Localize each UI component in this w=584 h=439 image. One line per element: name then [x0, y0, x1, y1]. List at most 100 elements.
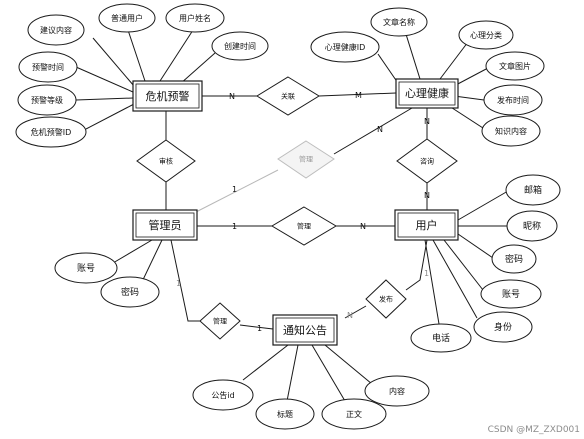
entity-admin-label: 管理员 — [149, 218, 182, 232]
attr-notice-content-label: 内容 — [389, 386, 405, 396]
attr-admin-password: 密码 — [100, 276, 160, 308]
attr-psych-id-label: 心理健康ID — [325, 42, 366, 52]
attr-notice-body: 正文 — [321, 398, 387, 430]
entity-admin: 管理员 — [132, 209, 198, 241]
relationship-manage-user-label: 管理 — [297, 222, 311, 231]
line-notice-title — [286, 344, 299, 402]
attr-admin-account-label: 账号 — [77, 263, 95, 274]
line-psych-pubtime — [453, 95, 485, 101]
line-psych-image — [453, 67, 489, 87]
line-admin-manage-notice — [170, 239, 200, 322]
entity-user: 用户 — [394, 209, 459, 241]
attr-psych-image: 文章图片 — [485, 51, 545, 81]
relationship-manage-notice: 管理 — [199, 302, 241, 340]
attr-crisis-alert-time: 预警时间 — [18, 51, 78, 83]
entity-crisis: 危机预警 — [132, 80, 203, 112]
line-crisis-username — [159, 26, 196, 82]
attr-psych-title-label: 文章名称 — [383, 17, 415, 27]
attr-psych-title: 文章名称 — [370, 7, 428, 37]
attr-psych-pubtime: 发布时间 — [483, 84, 543, 116]
relationship-manage-user: 管理 — [271, 206, 337, 246]
connector-lines — [75, 26, 509, 402]
attr-user-email-label: 邮箱 — [524, 184, 542, 196]
relationship-manage-psych: 管理 — [277, 140, 335, 179]
line-psych-category — [439, 41, 469, 80]
line-notice-publish — [344, 305, 367, 319]
attr-crisis-id: 危机预警ID — [15, 116, 87, 148]
relationship-consult-label: 咨询 — [420, 157, 434, 166]
cardinality-labels: N M N 1 N N 1 N 1 1 N 1 — [176, 91, 430, 333]
card-admin-manage-psych: 1 — [232, 185, 237, 194]
attr-crisis-normal-user-label: 普通用户 — [111, 13, 143, 23]
attr-admin-account: 账号 — [54, 252, 118, 284]
entity-crisis-label: 危机预警 — [146, 89, 190, 103]
line-psych-title — [404, 30, 421, 80]
attr-psych-category-label: 心理分类 — [470, 30, 502, 40]
attr-psych-id: 心理健康ID — [310, 31, 380, 63]
card-user-consult: N — [424, 191, 430, 200]
card-admin-manage-notice: 1 — [257, 324, 262, 333]
attr-crisis-username-label: 用户姓名 — [179, 13, 211, 23]
line-user-password — [457, 233, 494, 259]
relationship-publish-label: 发布 — [379, 295, 393, 304]
attr-crisis-id-label: 危机预警ID — [31, 127, 72, 137]
attr-user-password: 密码 — [491, 244, 537, 274]
relationship-review: 审核 — [136, 139, 196, 183]
relationship-publish: 发布 — [365, 279, 407, 319]
line-notice-content — [324, 344, 373, 385]
line-manage-psych — [333, 107, 413, 155]
attr-user-email: 邮箱 — [505, 174, 561, 206]
attr-psych-image-label: 文章图片 — [499, 61, 531, 71]
attr-psych-pubtime-label: 发布时间 — [497, 95, 529, 105]
line-crisis-alert-time — [75, 66, 134, 93]
card-psych-consult: N — [424, 117, 430, 126]
line-crisis-id — [85, 103, 135, 130]
line-user-identity — [432, 239, 478, 319]
card-psych-manage: N — [377, 125, 383, 134]
entity-notice-label: 通知公告 — [283, 323, 327, 337]
card-notice-publish: N — [347, 311, 353, 320]
attr-user-phone-label: 电话 — [432, 332, 450, 344]
line-admin-manage-psych — [195, 169, 279, 213]
attr-notice-id-label: 公告id — [211, 390, 234, 400]
line-user-email — [457, 190, 509, 221]
card-admin-manage-user: 1 — [232, 222, 237, 231]
attr-notice-body-label: 正文 — [346, 409, 362, 419]
attr-psych-knowledge: 知识内容 — [481, 115, 541, 147]
line-notice-id — [242, 344, 289, 381]
relationship-review-label: 审核 — [159, 157, 173, 166]
attr-notice-title-label: 标题 — [277, 409, 293, 419]
entity-psych: 心理健康 — [395, 78, 459, 109]
line-admin-account — [112, 239, 153, 264]
card-crisis-related: N — [229, 92, 235, 101]
entity-psych-label: 心理健康 — [405, 86, 449, 100]
line-crisis-created — [179, 52, 216, 85]
attr-crisis-alert-level-label: 预警等级 — [31, 95, 63, 105]
attr-psych-category: 心理分类 — [458, 20, 514, 50]
relationship-consult: 咨询 — [396, 138, 458, 184]
attr-user-nickname: 昵称 — [506, 210, 558, 242]
watermark: CSDN @MZ_ZXD001 — [488, 425, 580, 435]
relationship-related: 关联 — [256, 76, 320, 116]
attr-user-password-label: 密码 — [505, 253, 523, 265]
card-psych-related: M — [355, 91, 362, 100]
attr-user-account-label: 账号 — [502, 289, 520, 300]
attr-crisis-created: 创建时间 — [211, 31, 269, 61]
attr-crisis-username: 用户姓名 — [165, 3, 225, 33]
relationship-related-label: 关联 — [281, 92, 295, 101]
line-publish-user — [405, 239, 428, 291]
attr-admin-password-label: 密码 — [121, 286, 139, 298]
card-admin-manage-notice-top: 1 — [176, 279, 181, 288]
attr-crisis-advice: 建议内容 — [27, 14, 85, 46]
line-user-phone — [424, 239, 441, 331]
attr-user-phone: 电话 — [410, 323, 472, 353]
attr-crisis-created-label: 创建时间 — [224, 41, 256, 51]
card-user-manage: N — [360, 222, 366, 231]
attr-notice-content: 内容 — [364, 375, 430, 407]
line-notice-body — [311, 344, 346, 402]
attr-notice-id: 公告id — [192, 379, 254, 411]
card-user-publish: 1 — [424, 269, 429, 278]
attr-user-nickname-label: 昵称 — [523, 220, 541, 232]
